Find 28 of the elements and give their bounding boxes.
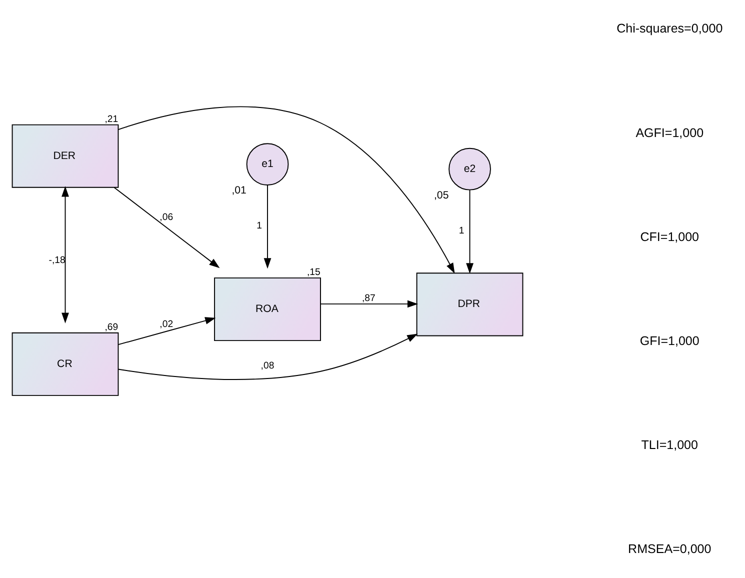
node-label: ,21: [104, 113, 118, 124]
arrow: [320, 300, 418, 308]
node-label: ,69: [104, 321, 118, 332]
label: RMSEA=0,000: [628, 541, 712, 556]
edge-label: ,02: [160, 318, 174, 330]
label: AGFI=1,000: [636, 125, 704, 140]
arrow: [264, 184, 272, 268]
node-label: ,01: [232, 184, 246, 196]
edge-label: ,87: [362, 292, 376, 304]
edge-label: -,18: [48, 254, 66, 266]
node-circle: e1: [246, 142, 289, 185]
node-label: ,05: [434, 188, 449, 201]
arrow: [118, 106, 455, 274]
label: GFI=1,000: [640, 333, 700, 348]
label: CFI=1,000: [640, 229, 700, 244]
label: TLI=1,000: [641, 437, 698, 452]
node-label: ,15: [307, 266, 320, 278]
arrow: [118, 316, 216, 345]
arrow: [466, 189, 474, 274]
arrow: [114, 186, 220, 268]
label: Chi-squares=0,000: [616, 21, 723, 36]
arrow: [118, 333, 418, 380]
edge-label: 1: [458, 225, 464, 236]
edge-label: 1: [256, 220, 262, 232]
node-circle: e2: [448, 147, 491, 190]
edge-label: ,06: [160, 212, 174, 223]
arrow: [62, 186, 69, 323]
edge-label: ,08: [260, 360, 274, 371]
